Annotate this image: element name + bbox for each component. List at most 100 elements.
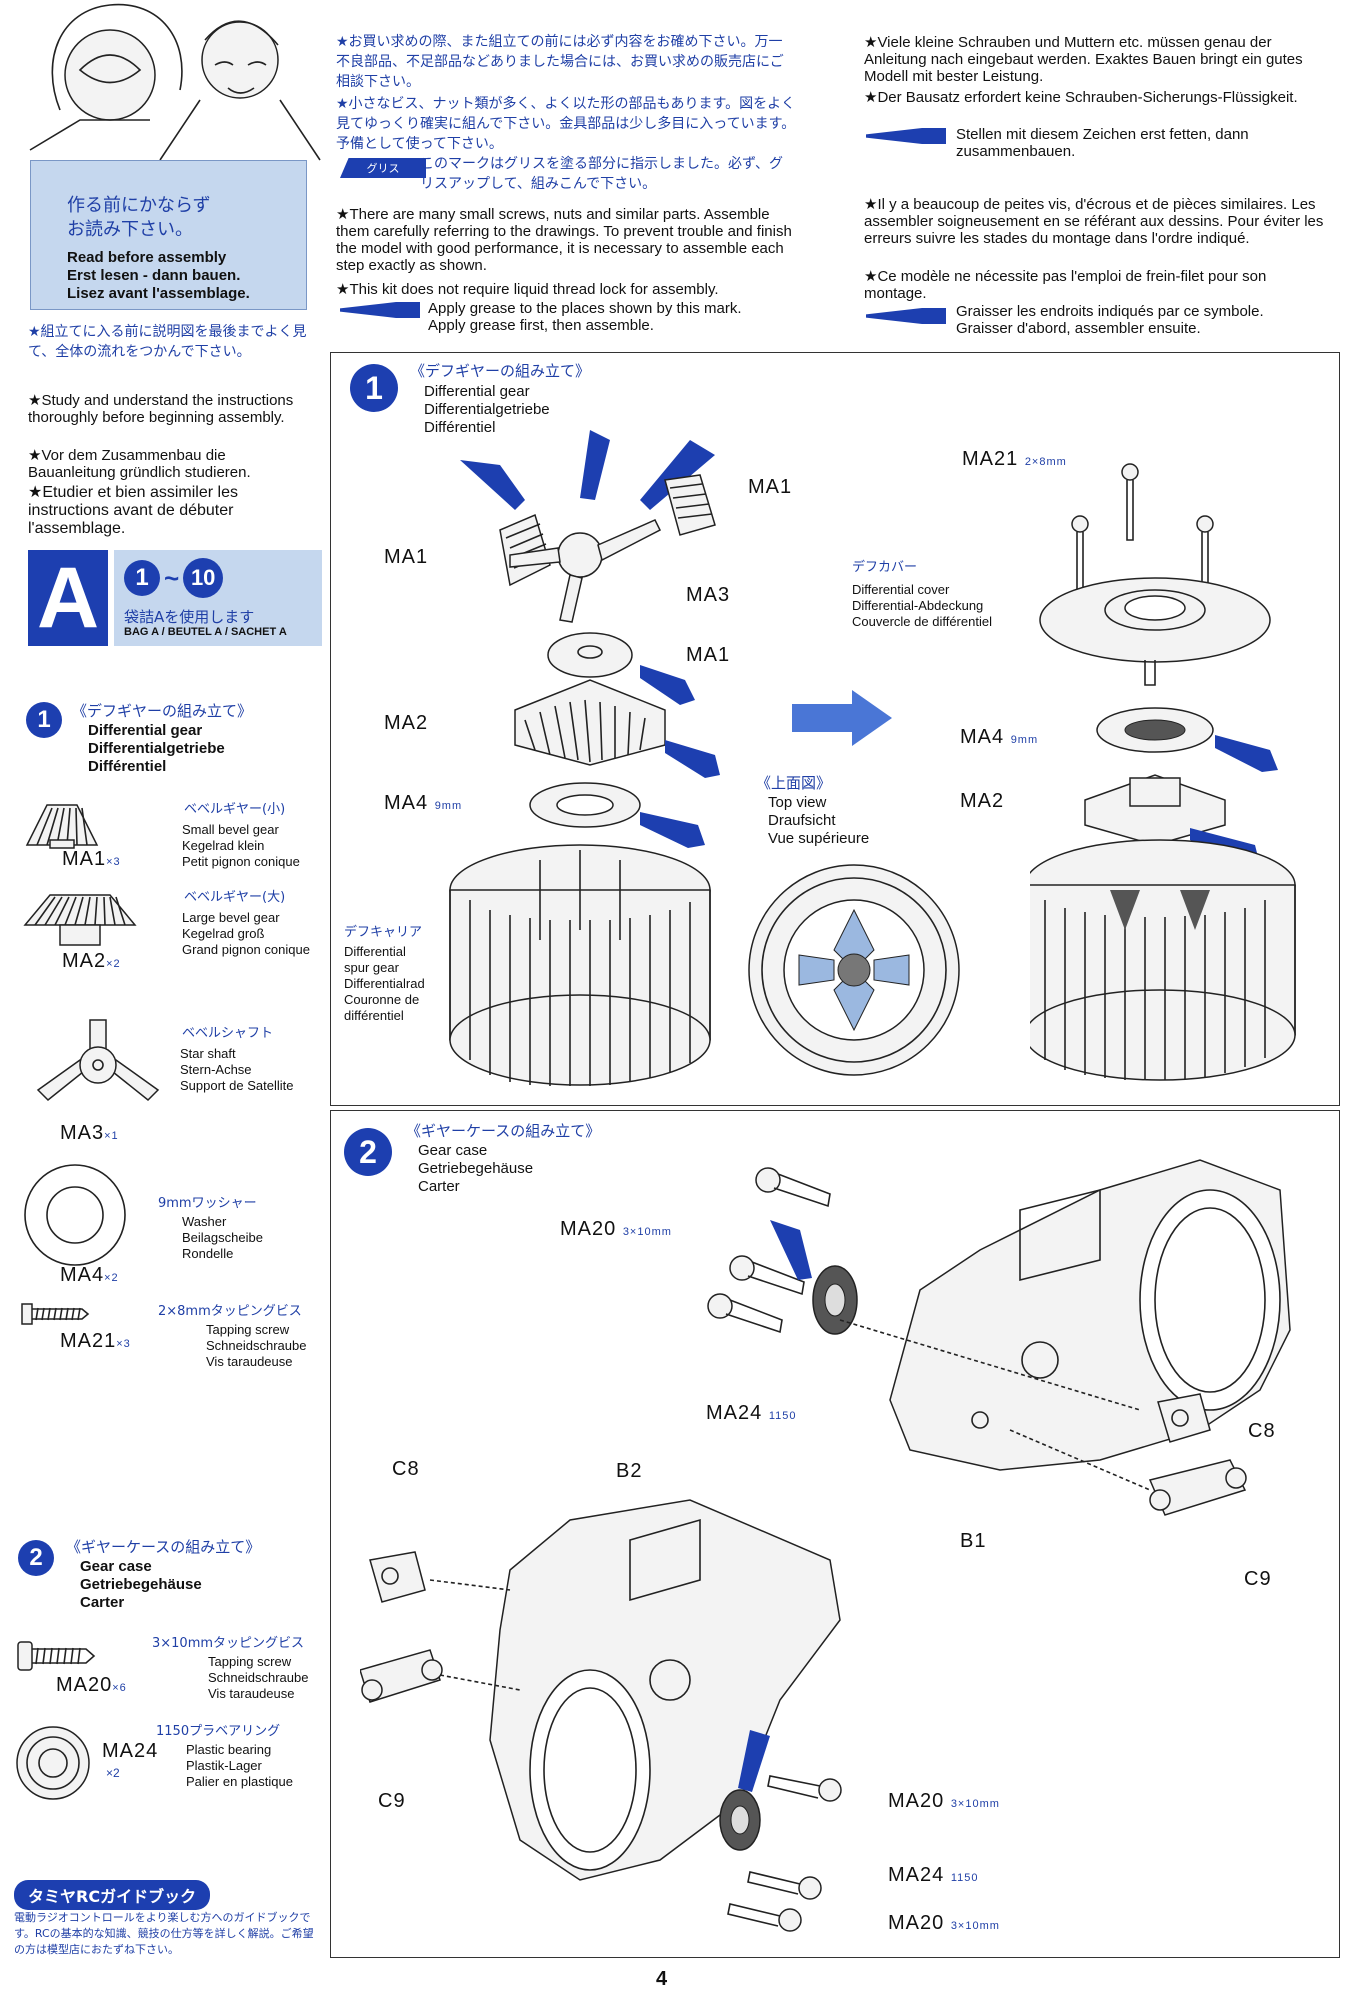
- step1-label-ma1-left: MA1: [384, 546, 429, 568]
- step2-label-ma20-b1-unit: 3×10mm: [950, 1798, 1000, 1810]
- side-step1-number: 1: [26, 702, 62, 738]
- part-ma21-jp: 2×8mmタッピングビス: [158, 1304, 302, 1319]
- step1-label-ma1-mid: MA1: [686, 644, 731, 666]
- part-ma1-fr: Petit pignon conique: [182, 854, 300, 869]
- step1-label-ma4-unit: 9mm: [434, 800, 463, 812]
- grease-jp-text: このマークはグリスを塗る部分に指示しました。必ず、グリスアップして、組みこんで下…: [420, 156, 784, 192]
- part-ma20-code-text: MA20: [56, 1674, 113, 1696]
- cover-de: Differential-Abdeckung: [852, 598, 984, 613]
- part-ma3-en: Star shaft: [180, 1046, 236, 1061]
- step2-label-ma20-bottom1: MA20 3×10mm: [888, 1790, 1000, 1813]
- part-ma20-code: MA20×6: [56, 1674, 127, 1697]
- top-view-drawing: [744, 860, 964, 1085]
- part-ma2-jp: ベベルギヤー(大): [184, 890, 286, 905]
- grease-tag-label: グリス: [340, 158, 426, 178]
- step2-b2-drawing: [359, 1480, 920, 1945]
- part-ma3-de: Stern-Achse: [180, 1062, 252, 1077]
- top-view-fr: Vue supérieure: [768, 830, 870, 847]
- bag-jp: 袋詰Aを使用します: [124, 608, 255, 626]
- part-ma3-jp: ベベルシャフト: [182, 1026, 274, 1041]
- part-ma1-en: Small bevel gear: [182, 822, 279, 837]
- part-ma3-fr: Support de Satellite: [180, 1078, 294, 1093]
- grease-mark-en: [340, 302, 420, 323]
- part-ma4-qty: ×2: [104, 1272, 119, 1284]
- part-ma1-code-text: MA1: [62, 848, 107, 870]
- step2-label-ma20-b2-code: MA20: [888, 1912, 945, 1934]
- part-ma4-de: Beilagscheibe: [182, 1230, 263, 1245]
- cover-jp: デフカバー: [852, 560, 918, 575]
- part-ma21-de: Schneidschraube: [206, 1338, 307, 1353]
- part-ma2-en: Large bevel gear: [182, 910, 280, 925]
- intro-en-note: ★Study and understand the instructions t…: [28, 392, 294, 426]
- badge-jp-line2: お読み下さい。: [67, 219, 193, 240]
- step2-en: Gear case: [418, 1142, 488, 1159]
- step2-fr: Carter: [418, 1178, 460, 1195]
- carrier-en2: spur gear: [344, 960, 399, 975]
- read-before-badge: 作る前にかならず お読み下さい。 Read before assembly Er…: [30, 160, 307, 310]
- step1-de: Differentialgetriebe: [424, 401, 550, 418]
- part-ma24-jp: 1150プラベアリング: [156, 1724, 281, 1739]
- bag-a-box: A 1 ~ 10 袋詰Aを使用します BAG A / BEUTEL A / SA…: [28, 550, 322, 646]
- step2-label-ma24-b-unit: 1150: [950, 1872, 979, 1884]
- step1-fr: Différentiel: [424, 419, 496, 436]
- step1-exploded-drawing: [440, 420, 760, 1105]
- side-step1-fr: Différentiel: [88, 758, 167, 775]
- bag-range-end: 10: [183, 558, 224, 598]
- part-ma2-drawing: [20, 890, 140, 955]
- carrier-fr2: différentiel: [344, 1008, 404, 1023]
- step2-label-ma20-top-code: MA20: [560, 1218, 617, 1240]
- carrier-jp: デフキャリア: [344, 925, 423, 940]
- step2-label-b2: B2: [616, 1460, 643, 1482]
- bag-range-start: 1: [124, 560, 160, 596]
- part-ma1-drawing: [22, 800, 102, 855]
- side-step2-number: 2: [18, 1540, 54, 1576]
- part-ma2-code: MA2×2: [62, 950, 121, 973]
- intro-jp-note: ★組立てに入る前に説明図を最後までよく見て、全体の流れをつかんで下さい。: [28, 324, 307, 360]
- side-step1-jp: 《デフギヤーの組み立て》: [72, 702, 253, 720]
- part-ma24-drawing: [14, 1724, 92, 1807]
- step2-label-ma24-bottom: MA24 1150: [888, 1864, 978, 1887]
- badge-jp-line1: 作る前にかならず: [67, 195, 211, 216]
- side-step2-en: Gear case: [80, 1558, 152, 1575]
- cover-fr: Couvercle de différentiel: [852, 614, 992, 629]
- step2-label-ma20-b1-code: MA20: [888, 1790, 945, 1812]
- step2-label-ma20-top-unit: 3×10mm: [622, 1226, 672, 1238]
- top-en-p2: ★This kit does not require liquid thread…: [336, 281, 719, 298]
- step1-number: 1: [350, 364, 398, 412]
- step2-label-ma24-top: MA24 1150: [706, 1402, 796, 1425]
- step2-label-ma24-b-code: MA24: [888, 1864, 945, 1886]
- intro-de-note: ★Vor dem Zusammenbau die Bauanleitung gr…: [28, 447, 251, 481]
- bag-range-sep: ~: [164, 562, 180, 593]
- grease-tag-jp: グリス: [340, 158, 426, 178]
- part-ma21-qty: ×3: [116, 1338, 131, 1350]
- step1-label-ma1-top: MA1: [748, 476, 793, 498]
- part-ma24-code: MA24: [102, 1740, 159, 1762]
- step1-label-ma4-r-code: MA4: [960, 726, 1005, 748]
- step1-label-ma3: MA3: [686, 584, 731, 606]
- side-step1-en: Differential gear: [88, 722, 203, 739]
- top-de-grease: Stellen mit diesem Zeichen erst fetten, …: [956, 126, 1249, 160]
- step1-label-ma2: MA2: [384, 712, 429, 734]
- guide-text: 電動ラジオコントロールをより楽しむ方へのガイドブックです。RCの基本的な知識、競…: [14, 1911, 314, 1956]
- top-en-grease-2: Apply grease first, then assemble.: [428, 317, 654, 334]
- guide-title: タミヤRCガイドブック: [14, 1880, 211, 1910]
- part-ma4-fr: Rondelle: [182, 1246, 234, 1261]
- step2-label-c8-right: C8: [1248, 1420, 1276, 1442]
- part-ma3-code-text: MA3: [60, 1122, 105, 1144]
- step1-label-ma4-r-unit: 9mm: [1010, 734, 1039, 746]
- step2-label-ma20-b2-unit: 3×10mm: [950, 1920, 1000, 1932]
- part-ma21-code: MA21×3: [60, 1330, 131, 1353]
- part-ma1-jp: ベベルギヤー(小): [184, 802, 286, 817]
- step1-label-ma2-right: MA2: [960, 790, 1005, 812]
- top-fr-p1: ★Il y a beaucoup de peites vis, d'écrous…: [864, 196, 1324, 247]
- part-ma2-code-text: MA2: [62, 950, 107, 972]
- top-de-p1: ★Viele kleine Schrauben und Muttern etc.…: [864, 34, 1303, 85]
- part-ma21-drawing: [20, 1302, 90, 1331]
- step2-jp: 《ギヤーケースの組み立て》: [406, 1122, 601, 1140]
- step1-label-ma21-unit: 2×8mm: [1024, 456, 1067, 468]
- step1-jp: 《デフギヤーの組み立て》: [410, 362, 591, 380]
- part-ma3-qty: ×1: [104, 1130, 119, 1142]
- intro-fr-note: ★Etudier et bien assimiler les instructi…: [28, 484, 238, 537]
- carrier-fr: Couronne de: [344, 992, 420, 1007]
- step1-label-ma4-right: MA4 9mm: [960, 726, 1038, 749]
